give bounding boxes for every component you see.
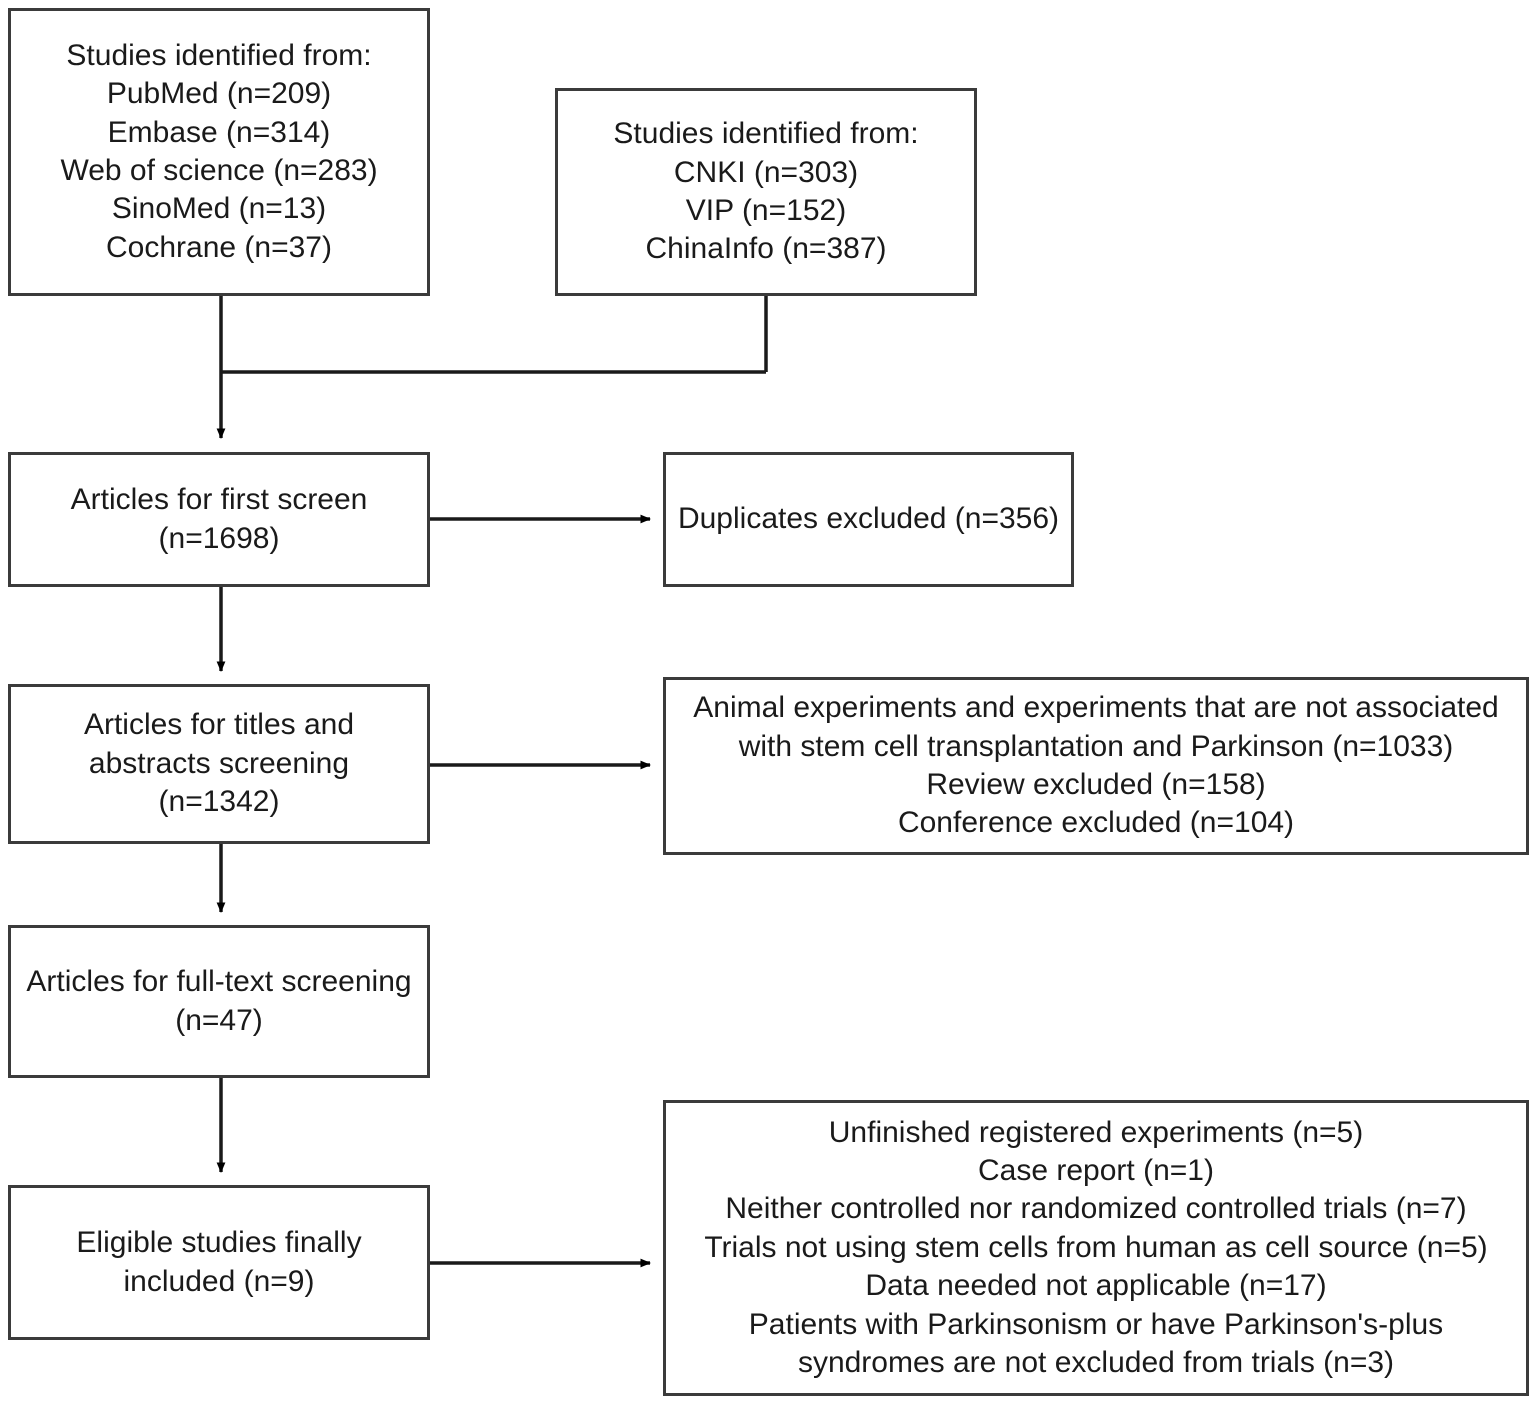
box-duplicates-excluded-text: Duplicates excluded (n=356) [677, 502, 1060, 536]
box-articles-for-titles-and-abstracts-screening-text: Articles for titles and abstracts screen… [83, 708, 355, 819]
box-exclusions-full-text: Unfinished registered experiments (n=5) … [663, 1100, 1529, 1396]
box-exclusions-titles-abstracts-text: Animal experiments and experiments that … [693, 691, 1499, 840]
box-articles-for-first-screen-text: Articles for first screen (n=1698) [70, 483, 368, 555]
box-duplicates-excluded: Duplicates excluded (n=356) [663, 452, 1074, 587]
box-studies-identified-chinese-text: Studies identified from: CNKI (n=303) VI… [613, 117, 919, 266]
box-articles-for-first-screen: Articles for first screen (n=1698) [8, 452, 430, 587]
box-articles-for-titles-and-abstracts-screening: Articles for titles and abstracts screen… [8, 684, 430, 844]
box-eligible-studies-finally-included: Eligible studies finally included (n=9) [8, 1185, 430, 1340]
box-articles-for-full-text-screening-text: Articles for full-text screening (n=47) [26, 965, 412, 1037]
box-studies-identified-international: Studies identified from: PubMed (n=209) … [8, 8, 430, 296]
box-studies-identified-chinese: Studies identified from: CNKI (n=303) VI… [555, 88, 977, 296]
box-exclusions-full-text-text: Unfinished registered experiments (n=5) … [704, 1115, 1488, 1379]
box-exclusions-titles-abstracts: Animal experiments and experiments that … [663, 677, 1529, 855]
connector-chinese-sources-merge [221, 296, 768, 374]
box-eligible-studies-finally-included-text: Eligible studies finally included (n=9) [76, 1226, 362, 1298]
box-articles-for-full-text-screening: Articles for full-text screening (n=47) [8, 925, 430, 1078]
box-studies-identified-international-text: Studies identified from: PubMed (n=209) … [60, 38, 378, 264]
